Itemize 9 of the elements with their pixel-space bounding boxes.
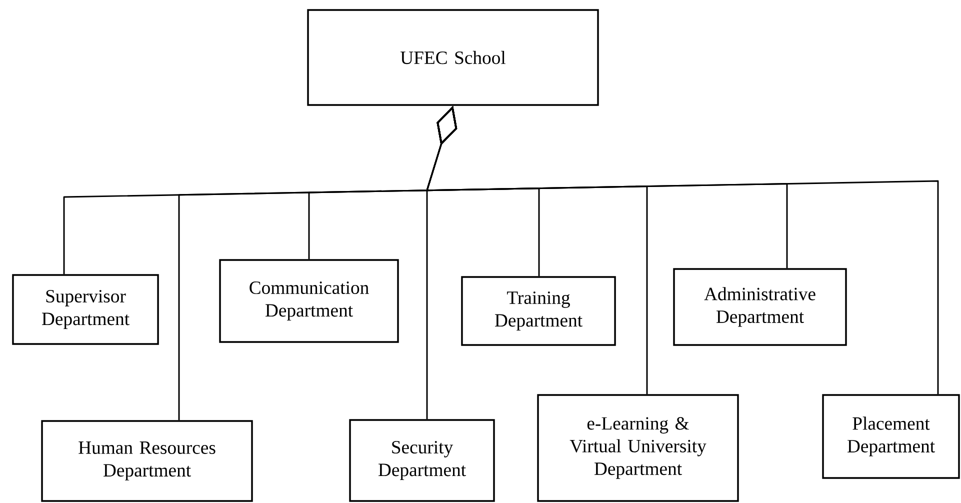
department-box: Communication Department (219, 259, 399, 343)
department-box: Administrative Department (673, 268, 847, 346)
school-box: UFEC School (307, 9, 599, 106)
department-box: e-Learning & Virtual University Department (537, 394, 739, 502)
department-box: Security Department (349, 419, 495, 502)
department-box: Training Department (461, 276, 616, 346)
department-box: Supervisor Department (12, 274, 159, 345)
department-box: Placement Department (822, 394, 960, 479)
department-box: Human Resources Department (41, 420, 253, 502)
